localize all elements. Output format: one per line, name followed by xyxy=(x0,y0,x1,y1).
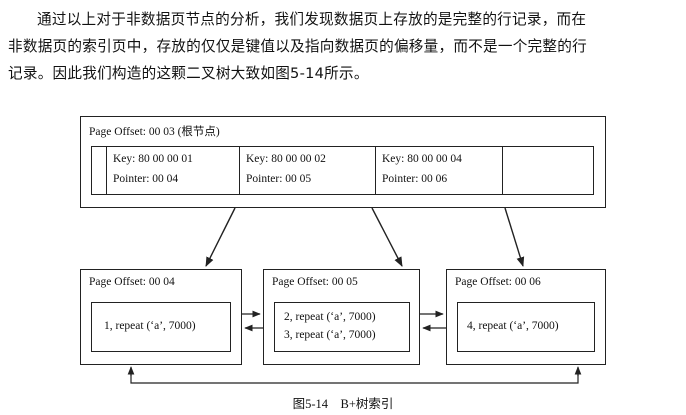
entry-key: Key: 80 00 00 04 xyxy=(382,153,462,165)
leaf-record-box: 2, repeat (‘a’, 7000) 3, repeat (‘a’, 70… xyxy=(274,302,410,352)
leaf-record-box: 1, repeat (‘a’, 7000) xyxy=(91,302,231,352)
leaf-record-box: 4, repeat (‘a’, 7000) xyxy=(457,302,595,352)
arrow-root-to-leaf-2 xyxy=(371,207,403,267)
entry-key: Key: 80 00 00 01 xyxy=(113,153,193,165)
entry-pointer: Pointer: 00 04 xyxy=(113,173,179,185)
root-entry-2: Key: 80 00 00 02 Pointer: 00 05 xyxy=(239,147,381,194)
root-node: Page Offset: 00 03 (根节点) Key: 80 00 00 0… xyxy=(80,116,606,208)
record: 4, repeat (‘a’, 7000) xyxy=(467,320,559,332)
entry-pointer: Pointer: 00 06 xyxy=(382,173,448,185)
record: 3, repeat (‘a’, 7000) xyxy=(284,329,376,341)
leaf-node-2: Page Offset: 00 05 2, repeat (‘a’, 7000)… xyxy=(263,269,420,365)
root-node-title: Page Offset: 00 03 (根节点) xyxy=(89,126,220,138)
figure-caption: 图5-14 B+树索引 xyxy=(292,397,394,411)
root-entry-1: Key: 80 00 00 01 Pointer: 00 04 xyxy=(106,147,248,194)
entry-key: Key: 80 00 00 02 xyxy=(246,153,326,165)
leaf-node-1: Page Offset: 00 04 1, repeat (‘a’, 7000) xyxy=(80,269,242,365)
paragraph-line-1: 通过以上对于非数据页节点的分析，我们发现数据页上存放的是完整的行记录，而在 xyxy=(37,11,587,28)
leaf-title: Page Offset: 00 04 xyxy=(89,276,175,288)
record: 2, repeat (‘a’, 7000) xyxy=(284,311,376,323)
paragraph-line-3: 记录。因此我们构造的这颗二叉树大致如图5-14所示。 xyxy=(8,65,369,82)
entry-pointer: Pointer: 00 05 xyxy=(246,173,312,185)
arrow-leaf3-loop-to-leaf1 xyxy=(130,368,579,384)
intro-paragraph: 通过以上对于非数据页节点的分析，我们发现数据页上存放的是完整的行记录，而在 非数… xyxy=(8,6,680,87)
root-entry-3: Key: 80 00 00 04 Pointer: 00 06 xyxy=(375,147,502,194)
arrow-root-to-leaf-1 xyxy=(205,207,236,267)
root-entry-empty xyxy=(502,147,593,194)
leaf-title: Page Offset: 00 05 xyxy=(272,276,358,288)
leaf-title: Page Offset: 00 06 xyxy=(455,276,541,288)
root-entries-row: Key: 80 00 00 01 Pointer: 00 04 Key: 80 … xyxy=(91,146,594,195)
paragraph-line-2: 非数据页的索引页中，存放的仅仅是键值以及指向数据页的偏移量，而不是一个完整的行 xyxy=(8,38,587,55)
arrow-root-to-leaf-3 xyxy=(504,207,525,267)
record: 1, repeat (‘a’, 7000) xyxy=(104,320,196,332)
leaf-node-3: Page Offset: 00 06 4, repeat (‘a’, 7000) xyxy=(446,269,606,365)
